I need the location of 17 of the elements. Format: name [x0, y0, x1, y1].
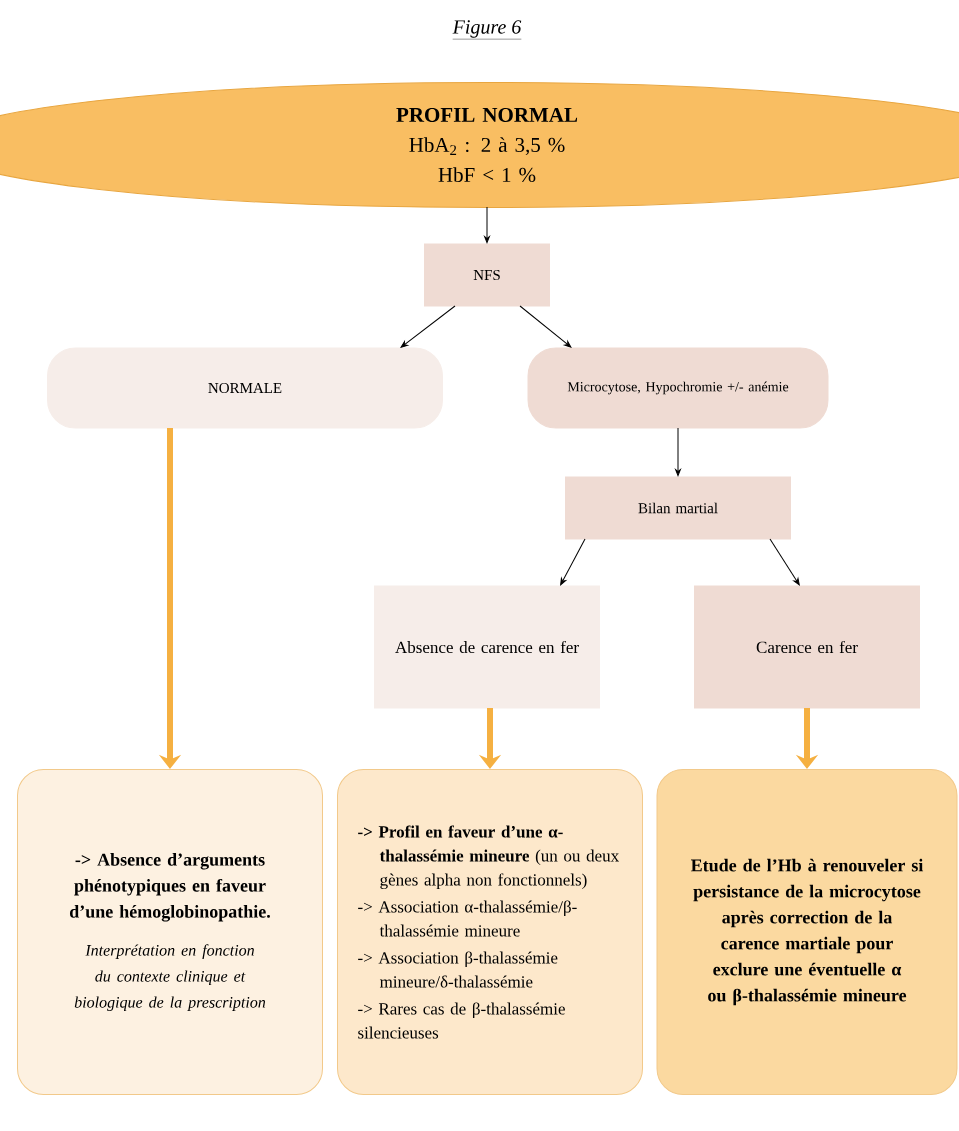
- oval-node: PROFIL NORMAL HbA$_{2}$ : 2 à 3,5 % HbF < 1 %: [0, 82, 959, 208]
- arrow: [484, 206, 490, 244]
- process-box: Bilan martial: [565, 476, 791, 540]
- process-box: NFS: [424, 243, 550, 307]
- process-box: Absence de carence en fer: [374, 585, 600, 709]
- rounded-box: Microcytose, Hypochromie +/- anémie: [527, 347, 829, 429]
- result-box: -> Absence d’arguments phénotypiques en faveur d’une hémoglobinopathie. Interprétation en fonction du contexte clinique et biologique de la prescription: [17, 769, 323, 1095]
- arrow: [769, 538, 800, 586]
- rounded-box: NORMALE: [47, 347, 443, 429]
- arrow: [519, 305, 572, 348]
- arrow: [400, 305, 456, 348]
- process-box: Carence en fer: [694, 585, 920, 709]
- result-box: -> Profil en faveur d’une α-thalassémie mineure (un ou deux gènes alpha non fonctionnels) -> Association α-thalassémie/β-thalassémie mineure -> Association β-thalassémie mineure/δ-thalassémie -> Rares cas de β-thalassémie silencieuses: [337, 769, 643, 1095]
- arrow: [675, 427, 681, 477]
- arrow: [560, 538, 586, 586]
- figure-title: Figure 6: [452, 20, 522, 40]
- result-box: Etude de l’Hb à renouveler si persistance de la microcytose après correction de la carence martiale pour exclure une éventuelle α ou β-thalassémie mineure: [656, 769, 958, 1095]
